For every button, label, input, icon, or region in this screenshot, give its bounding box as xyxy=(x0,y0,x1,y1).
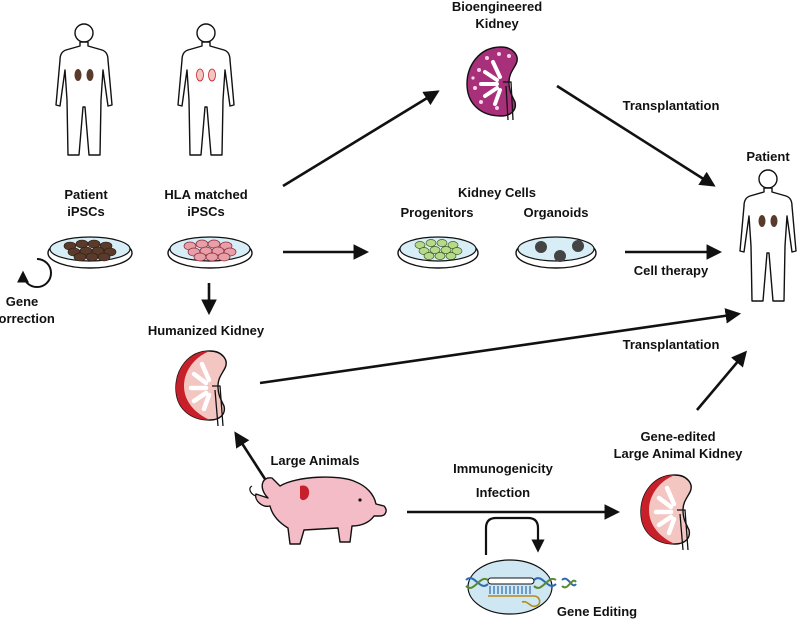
kidney-cells-label: Kidney Cells xyxy=(458,185,536,200)
gene-edited-label-2: Large Animal Kidney xyxy=(614,446,744,461)
arrow-pig-to-humanized xyxy=(234,431,267,480)
gene-correction-cycle-icon xyxy=(17,258,52,288)
pig-large-animal xyxy=(249,476,387,545)
patient-diseased-kidney-right xyxy=(86,69,94,81)
gene-editing-cycle-arrow xyxy=(484,516,545,555)
gene-editing-dna-icon xyxy=(465,559,577,615)
organoids-dish xyxy=(515,236,597,269)
progenitors-dish xyxy=(397,236,479,269)
hla-ipscs-label-2: iPSCs xyxy=(187,204,225,219)
hla-donor-human-figure xyxy=(177,23,235,156)
hla-ipsc-dish xyxy=(167,236,253,269)
patient-ipscs-label-2: iPSCs xyxy=(67,204,105,219)
arrow-gene-edited-to-patient xyxy=(696,350,748,411)
patient-label: Patient xyxy=(746,149,790,164)
hla-ipscs-label-1: HLA matched xyxy=(164,187,247,202)
gene-edited-kidney xyxy=(640,474,692,551)
gene-editing-label: Gene Editing xyxy=(557,604,637,619)
humanized-kidney-label: Humanized Kidney xyxy=(148,323,265,338)
humanized-kidney xyxy=(175,350,227,427)
flow-arrows xyxy=(201,84,748,520)
pig-kidney-mark xyxy=(300,485,310,501)
patient-ipsc-dish xyxy=(47,236,133,269)
arrow-bioengineered-to-patient xyxy=(556,84,716,187)
bioengineered-kidney xyxy=(466,46,518,121)
cell-therapy-label: Cell therapy xyxy=(634,263,709,278)
bioengineered-label-2: Kidney xyxy=(475,16,519,31)
organoids-label: Organoids xyxy=(523,205,588,220)
patient-human-figure xyxy=(55,23,113,156)
gene-edited-label-1: Gene-edited xyxy=(640,429,715,444)
patient-ipscs-label-1: Patient xyxy=(64,187,108,202)
infection-label: Infection xyxy=(476,485,530,500)
recipient-patient-figure xyxy=(739,169,797,302)
immunogenicity-label: Immunogenicity xyxy=(453,461,553,476)
bioengineered-label-1: Bioengineered xyxy=(452,0,542,14)
transplantation-mid-label: Transplantation xyxy=(623,337,720,352)
large-animals-label: Large Animals xyxy=(270,453,359,468)
progenitors-label: Progenitors xyxy=(401,205,474,220)
gene-correction-label-1: Gene xyxy=(6,294,39,309)
arrow-humanized-to-patient xyxy=(259,308,742,385)
patient-diseased-kidney-left xyxy=(74,69,82,81)
gene-correction-label-2: Correction xyxy=(0,311,55,326)
transplantation-top-label: Transplantation xyxy=(623,98,720,113)
arrow-hla-to-bioengineered xyxy=(282,90,440,188)
